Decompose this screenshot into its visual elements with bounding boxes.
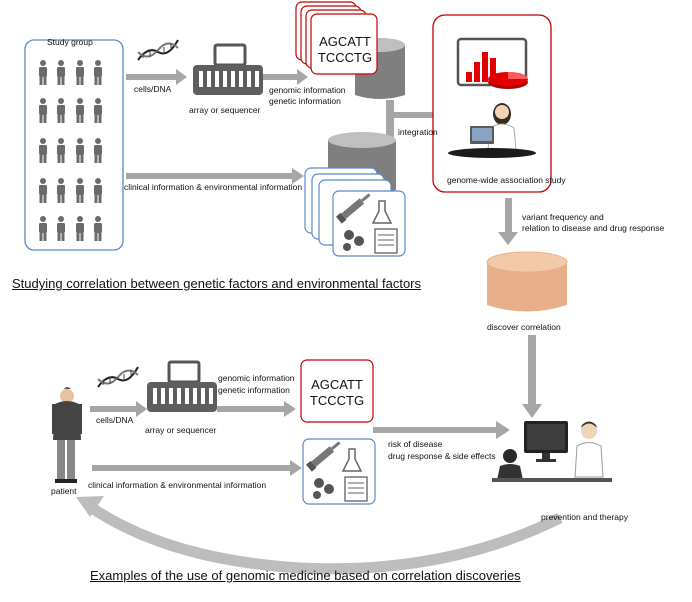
application-heading: Examples of the use of genomic medicine … — [90, 568, 521, 583]
genomic-info-line-1: genomic information — [269, 85, 346, 95]
sequencer-icon-bottom — [145, 360, 219, 414]
clinical-stack-top — [304, 132, 406, 257]
arrow-cells-dna-top — [126, 69, 187, 85]
chart-icon — [456, 37, 528, 89]
clinical-info-label-top: clinical information & environmental inf… — [124, 182, 303, 192]
integration-bar — [386, 100, 394, 150]
risk-label: risk of disease drug response & side eff… — [388, 438, 496, 462]
arrow-to-variant — [498, 198, 518, 245]
researcher-icon — [448, 103, 536, 158]
discover-label: discover correlation — [487, 322, 561, 332]
study-group-label: Study group — [47, 37, 93, 47]
return-arrow — [88, 503, 563, 575]
sequence-line-1: AGCATT — [319, 34, 371, 49]
sequence-text-top: AGCATT TCCCTG — [313, 34, 377, 66]
variant-line-2: relation to disease and drug response — [522, 223, 665, 233]
genomic-info-line-2: genetic information — [218, 385, 290, 395]
arrow-to-doctor — [522, 335, 542, 418]
sequence-line-1: AGCATT — [311, 377, 363, 392]
gwas-label: genome-wide association study — [447, 175, 566, 185]
cells-dna-label-top: cells/DNA — [134, 84, 172, 94]
array-label-bottom: array or sequencer — [145, 425, 217, 435]
array-label-top: array or sequencer — [189, 105, 261, 115]
arrow-risk — [373, 421, 510, 439]
prevention-label: prevention and therapy — [541, 512, 628, 522]
return-arrowhead — [76, 496, 104, 517]
integration-label: integration — [398, 127, 438, 137]
top-arrows — [126, 69, 542, 418]
sequence-stack-top — [295, 1, 405, 99]
genomic-info-label-top: genomic information genetic information — [269, 85, 346, 107]
sequence-card-bottom — [300, 359, 374, 423]
sequence-text-bottom: AGCATT TCCCTG — [302, 377, 372, 409]
doctor-icon — [492, 421, 612, 482]
sequence-line-2: TCCCTG — [317, 50, 373, 65]
arrow-clinical-top — [126, 168, 304, 184]
risk-line-1: risk of disease — [388, 439, 443, 449]
bottom-arrows — [90, 401, 510, 476]
variant-label: variant frequency and relation to diseas… — [522, 212, 664, 234]
dna-icon-top — [137, 39, 179, 61]
genomic-info-line-2: genetic information — [269, 96, 341, 106]
variant-line-1: variant frequency and — [522, 212, 604, 222]
genomic-info-label-bottom: genomic information genetic information — [218, 372, 295, 396]
dna-icon-bottom — [97, 366, 139, 388]
arrow-genomic-bottom — [217, 401, 296, 417]
arrow-genomic-top — [262, 69, 308, 85]
cells-dna-label-bottom: cells/DNA — [96, 415, 134, 425]
patient-label: patient — [51, 486, 77, 496]
patient-icon — [52, 387, 82, 483]
database-icon-discover — [486, 251, 568, 312]
clinical-info-label-bottom: clinical information & environmental inf… — [88, 480, 267, 490]
sequencer-icon-top — [191, 43, 265, 97]
sequence-line-2: TCCCTG — [309, 393, 365, 408]
study-heading: Studying correlation between genetic fac… — [12, 276, 422, 291]
genomic-info-line-1: genomic information — [218, 373, 295, 383]
arrow-clinical-bottom — [92, 460, 302, 476]
arrow-integration — [386, 106, 466, 124]
risk-line-2: drug response & side effects — [388, 451, 496, 461]
clinical-records-icon-bottom — [302, 438, 376, 505]
arrow-cells-dna-bottom — [90, 401, 147, 417]
